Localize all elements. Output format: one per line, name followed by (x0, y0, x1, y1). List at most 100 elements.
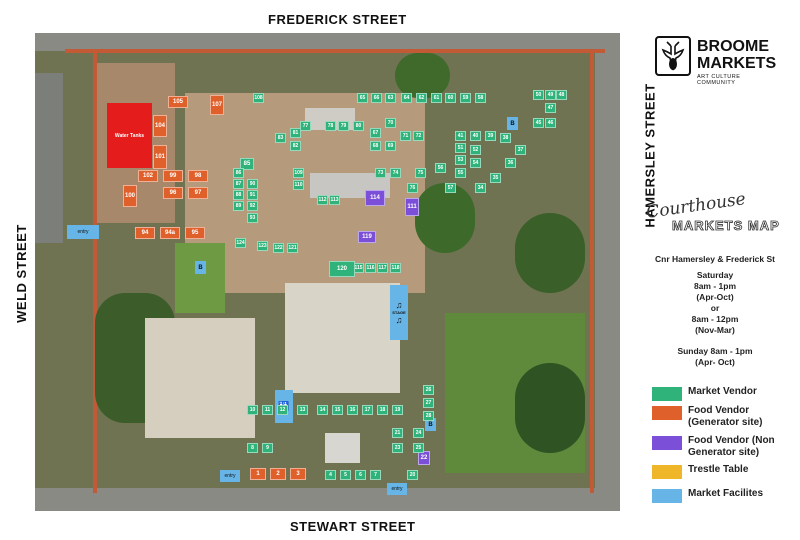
stall-14: 14 (317, 405, 328, 415)
stall-53: 53 (455, 155, 466, 165)
stall-34: 34 (475, 183, 486, 193)
legend-swatch (652, 436, 682, 450)
grass-left (175, 243, 225, 313)
stall-111: 111 (405, 198, 419, 216)
stall-91: 91 (247, 190, 258, 200)
stall-82: 82 (290, 141, 301, 151)
stall-93: 93 (247, 213, 258, 223)
legend-label: Food Vendor (Non Generator site) (688, 435, 775, 458)
courthouse-building (285, 283, 400, 393)
stall-18: 18 (377, 405, 388, 415)
stall-114: 114 (365, 190, 385, 206)
stall-28: 28 (423, 411, 434, 421)
stall-101: 101 (153, 145, 167, 169)
or-label: or (710, 303, 720, 313)
legend-swatch (652, 465, 682, 479)
stall-95: 95 (185, 227, 205, 239)
stall-72: 72 (413, 131, 424, 141)
stall-1: 1 (250, 468, 266, 480)
stall-35: 35 (490, 173, 501, 183)
stall-105: 105 (168, 96, 188, 108)
sunday-time: Sunday 8am - 1pm (677, 346, 753, 356)
tree-cluster (415, 183, 475, 253)
stall-3: 3 (290, 468, 306, 480)
stall-62: 62 (416, 93, 427, 103)
red-path-left (93, 53, 97, 493)
stall-40: 40 (470, 131, 481, 141)
legend-label: Food Vendor (Generator site) (688, 405, 763, 428)
stall-97: 97 (188, 187, 208, 199)
stall-9: 9 (262, 443, 273, 453)
legend-label: Trestle Table (688, 464, 749, 475)
saturday-range-1: (Apr-Oct) (696, 292, 734, 302)
stall-50: 50 (533, 90, 544, 100)
music-icon: ♫ (395, 315, 403, 325)
tree-cluster (515, 363, 585, 453)
legend-trestle-table: Trestle Table (652, 464, 748, 479)
stall-54: 54 (470, 158, 481, 168)
stall-36: 36 (505, 158, 516, 168)
music-icon: ♫ (395, 300, 403, 310)
building-southwest (145, 318, 255, 438)
address: Cnr Hamersley & Frederick St (655, 254, 775, 264)
entry-label: entry (224, 473, 236, 479)
stall-7: 7 (370, 470, 381, 480)
bus-stop-label: B (198, 264, 203, 271)
stall-22: 22 (418, 451, 430, 465)
sunday-range: (Apr- Oct) (695, 357, 735, 367)
stall-10: 10 (247, 405, 258, 415)
stall-24: 24 (413, 428, 424, 438)
stage-label: STAGE (392, 310, 406, 315)
stall-94: 94 (135, 227, 155, 239)
stall-89: 89 (233, 201, 244, 211)
logo-title-line1: BROOME (697, 38, 769, 55)
street-label-stewart: STEWART STREET (290, 519, 416, 534)
tree-cluster (395, 53, 450, 98)
stall-63: 63 (385, 93, 396, 103)
stall-38: 38 (500, 133, 511, 143)
stall-124: 124 (235, 238, 246, 248)
saturday-time-2: 8am - 12pm (691, 314, 739, 324)
stall-39: 39 (485, 131, 496, 141)
stall-37: 37 (515, 145, 526, 155)
stall-55: 55 (455, 168, 466, 178)
bus-stop-1: B (195, 261, 206, 274)
stall-74: 74 (390, 168, 401, 178)
saturday-range-2: (Nov-Mar) (695, 325, 735, 335)
street-label-weld: WELD STREET (13, 224, 29, 323)
saturday-label: Saturday (696, 270, 734, 280)
stall-85: 85 (240, 158, 254, 170)
entry-label: entry (77, 229, 89, 235)
stall-107: 107 (210, 95, 224, 115)
map-title-outline: MARKETS MAP (672, 218, 780, 234)
stall-76: 76 (407, 183, 418, 193)
bus-stop-label: B (428, 421, 433, 428)
stall-99: 99 (163, 170, 183, 182)
stall-123: 123 (257, 241, 268, 251)
road-bottom (35, 488, 620, 511)
stall-81: 81 (290, 128, 301, 138)
stall-100: 100 (123, 185, 137, 207)
stall-77: 77 (300, 121, 311, 131)
legend-food-generator: Food Vendor (Generator site) (652, 405, 788, 429)
stall-26: 26 (423, 385, 434, 395)
stall-8: 8 (247, 443, 258, 453)
stall-11: 11 (262, 405, 273, 415)
stall-108: 108 (253, 93, 264, 103)
stall-47: 47 (545, 103, 556, 113)
stall-65: 65 (357, 93, 368, 103)
stall-66: 66 (371, 93, 382, 103)
site-map: Water Tanks ♫ STAGE ♫ entry entry entry … (35, 33, 620, 511)
stall-86: 86 (233, 168, 244, 178)
road-right (595, 33, 620, 511)
stall-6: 6 (355, 470, 366, 480)
stall-120: 120 (329, 261, 355, 277)
water-tanks: Water Tanks (107, 103, 152, 168)
stall-45: 45 (533, 118, 544, 128)
water-tanks-label: Water Tanks (114, 132, 145, 139)
entry-west: entry (67, 225, 99, 239)
legend-swatch (652, 387, 682, 401)
legend-swatch (652, 489, 682, 503)
stall-59: 59 (460, 93, 471, 103)
stall-27: 27 (423, 398, 434, 408)
